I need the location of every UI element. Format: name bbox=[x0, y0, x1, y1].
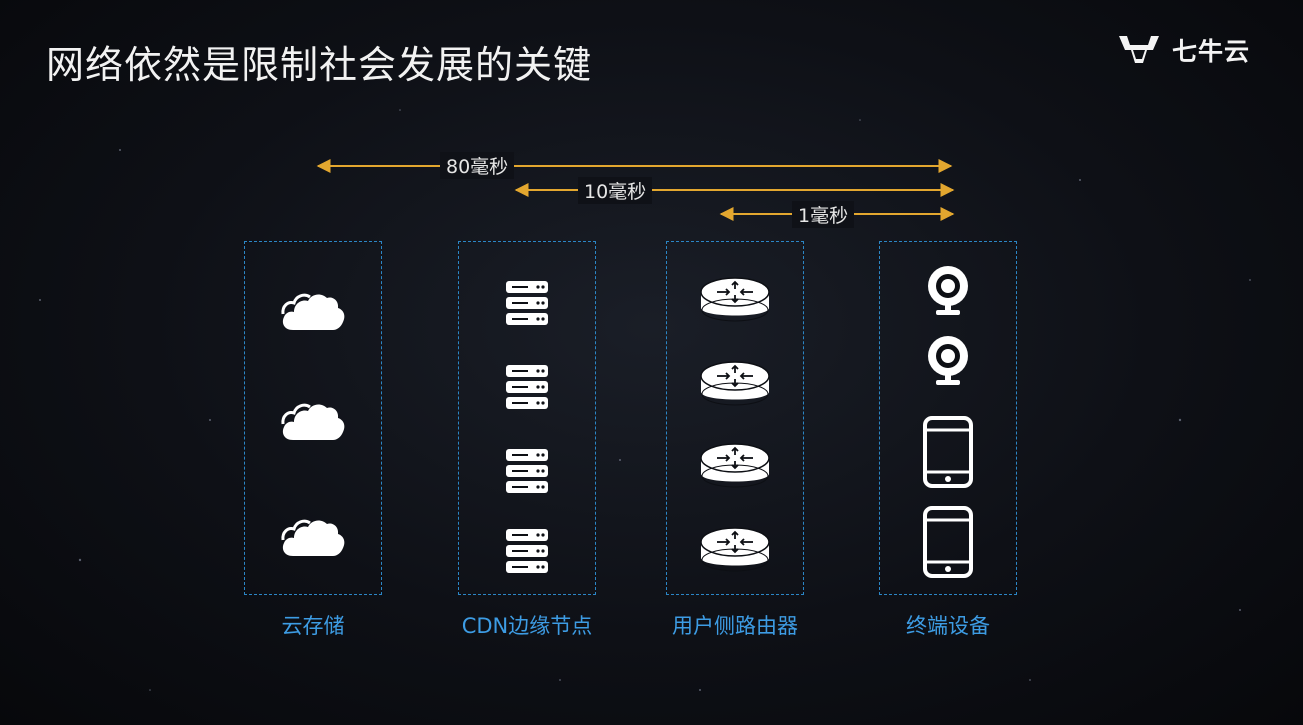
server-icon bbox=[506, 449, 548, 493]
cloud-icon bbox=[281, 293, 345, 330]
tablet-icon bbox=[923, 416, 973, 488]
page-title: 网络依然是限制社会发展的关键 bbox=[46, 43, 593, 87]
column-user-side-routers bbox=[666, 241, 804, 595]
webcam-icon bbox=[928, 336, 968, 385]
latency-arrows bbox=[316, 159, 955, 221]
latency-label-1ms: 1毫秒 bbox=[792, 201, 855, 228]
router-icon bbox=[700, 277, 770, 322]
column-cloud-storage bbox=[244, 241, 382, 595]
qiniu-logo: 七牛云 bbox=[1116, 32, 1250, 68]
server-icon bbox=[506, 365, 548, 409]
router-icon bbox=[700, 443, 770, 488]
column-cdn-edge-nodes bbox=[458, 241, 596, 595]
label-cloud-storage: 云存储 bbox=[281, 614, 345, 638]
server-icon bbox=[506, 281, 548, 325]
cloud-icon bbox=[281, 403, 345, 440]
label-cdn-edge-nodes: CDN边缘节点 bbox=[461, 614, 593, 638]
router-icon bbox=[700, 527, 770, 572]
latency-label-80ms: 80毫秒 bbox=[440, 152, 515, 179]
label-user-side-routers: 用户侧路由器 bbox=[672, 614, 798, 638]
server-icon bbox=[506, 529, 548, 573]
qiniu-bull-logo-icon bbox=[1119, 36, 1159, 63]
latency-label-10ms: 10毫秒 bbox=[578, 177, 653, 204]
column-terminal-devices bbox=[879, 241, 1017, 595]
webcam-icon bbox=[928, 266, 968, 315]
logo-text: 七牛云 bbox=[1172, 37, 1251, 66]
label-terminal-devices: 终端设备 bbox=[906, 614, 990, 638]
tablet-icon bbox=[923, 506, 973, 578]
cloud-icon bbox=[281, 519, 345, 556]
router-icon bbox=[700, 361, 770, 406]
